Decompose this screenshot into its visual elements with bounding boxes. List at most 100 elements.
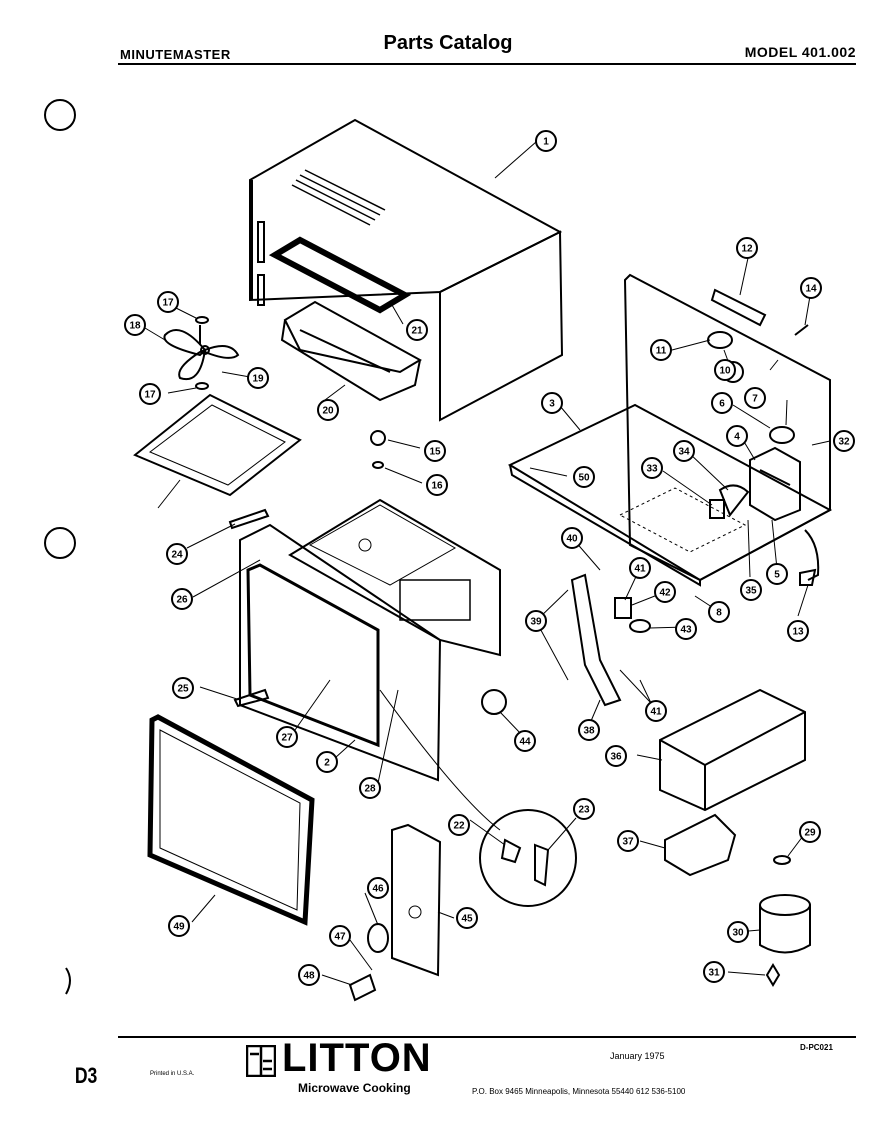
callout-label: 6 [719,399,725,410]
base-plate [507,273,833,587]
company-address: P.O. Box 9465 Minneapolis, Minnesota 554… [472,1087,686,1096]
callout-label: 41 [650,707,662,718]
callout-23: 23 [573,798,595,820]
switch-lever [534,843,550,887]
callout-circle [514,730,536,752]
callout-label: 25 [177,684,189,695]
callout-13: 13 [787,620,809,642]
callout-circle [172,677,194,699]
callout-label: 15 [429,447,441,458]
rectifier [718,484,750,517]
callout-label: 39 [530,617,542,628]
callout-label: 7 [752,394,758,405]
callout-20: 20 [317,399,339,421]
callout-circle [711,392,733,414]
callout-circle [800,277,822,299]
callout-label: 48 [303,971,315,982]
callout-circle [736,237,758,259]
callout-label: 1 [543,137,549,148]
printed-note: Printed in U.S.A. [150,1071,195,1077]
callout-circle [727,921,749,943]
callout-label: 34 [678,447,690,458]
callout-circle [726,425,748,447]
callout-8: 8 [708,601,730,623]
interlock-switch [794,324,809,336]
thermal-cutout [370,430,386,446]
callout-label: 38 [583,726,595,737]
callout-circle [573,798,595,820]
callout-label: 36 [610,752,622,763]
callout-circle [298,964,320,986]
timer-hole [408,905,422,919]
callout-3: 3 [541,392,563,414]
callout-label: 30 [732,928,744,939]
callout-circle [629,557,651,579]
callout-circle [329,925,351,947]
page-title: Parts Catalog [383,32,513,54]
callout-33: 33 [641,457,663,479]
upper-hinge [228,508,270,530]
callout-label: 16 [431,481,443,492]
callout-label: 22 [453,821,465,832]
logo-wordmark: LITTON [282,1036,432,1080]
callout-24: 24 [166,543,188,565]
callout-circle [654,581,676,603]
callout-29: 29 [799,821,821,843]
callout-49: 49 [168,915,190,937]
callout-circle [456,907,478,929]
callout-22: 22 [448,814,470,836]
callout-circle [744,387,766,409]
oven-cavity [239,498,501,782]
callout-label: 43 [680,625,692,636]
callout-circle [448,814,470,836]
callout-48: 48 [298,964,320,986]
callout-circle [406,319,428,341]
callout-31: 31 [703,961,725,983]
timer-knob [367,923,389,953]
callout-circle [535,130,557,152]
callout-circle [617,830,639,852]
callout-circle [799,821,821,843]
callout-circle [740,579,762,601]
callout-45: 45 [456,907,478,929]
callout-label: 33 [646,464,658,475]
fan-blade [163,325,240,381]
callout-2: 2 [316,751,338,773]
binder-hole-top [44,99,76,131]
callout-1: 1 [535,130,557,152]
callout-label: 27 [281,733,293,744]
power-cord [804,529,820,581]
logo-subtitle: Microwave Cooking [298,1081,411,1095]
callout-label: 23 [578,805,590,816]
door-switch [614,597,632,619]
callout-circle [247,367,269,389]
callout-35: 35 [740,579,762,601]
callout-50: 50 [573,466,595,488]
motor-coupler [765,963,781,987]
callout-label: 17 [162,298,174,309]
fan-washer-top [195,316,209,324]
callout-circle [641,457,663,479]
callout-label: 45 [461,914,473,925]
callout-label: 31 [708,968,720,979]
outer-cabinet [249,118,564,422]
detail-leader [379,689,501,831]
callout-25: 25 [172,677,194,699]
callout-21: 21 [406,319,428,341]
callout-26: 26 [171,588,193,610]
callout-19: 19 [247,367,269,389]
callout-label: 29 [804,828,816,839]
callout-label: 37 [622,837,634,848]
thermal-washer [372,461,384,469]
switch-actuator [500,838,522,864]
callout-label: 14 [805,284,817,295]
callout-circle [157,291,179,313]
callout-circle [645,700,667,722]
callout-circle [426,474,448,496]
callout-46: 46 [367,877,389,899]
callout-label: 11 [656,346,667,357]
callout-circle [168,915,190,937]
callout-circle [316,751,338,773]
callout-14: 14 [800,277,822,299]
callout-label: 5 [774,570,780,581]
